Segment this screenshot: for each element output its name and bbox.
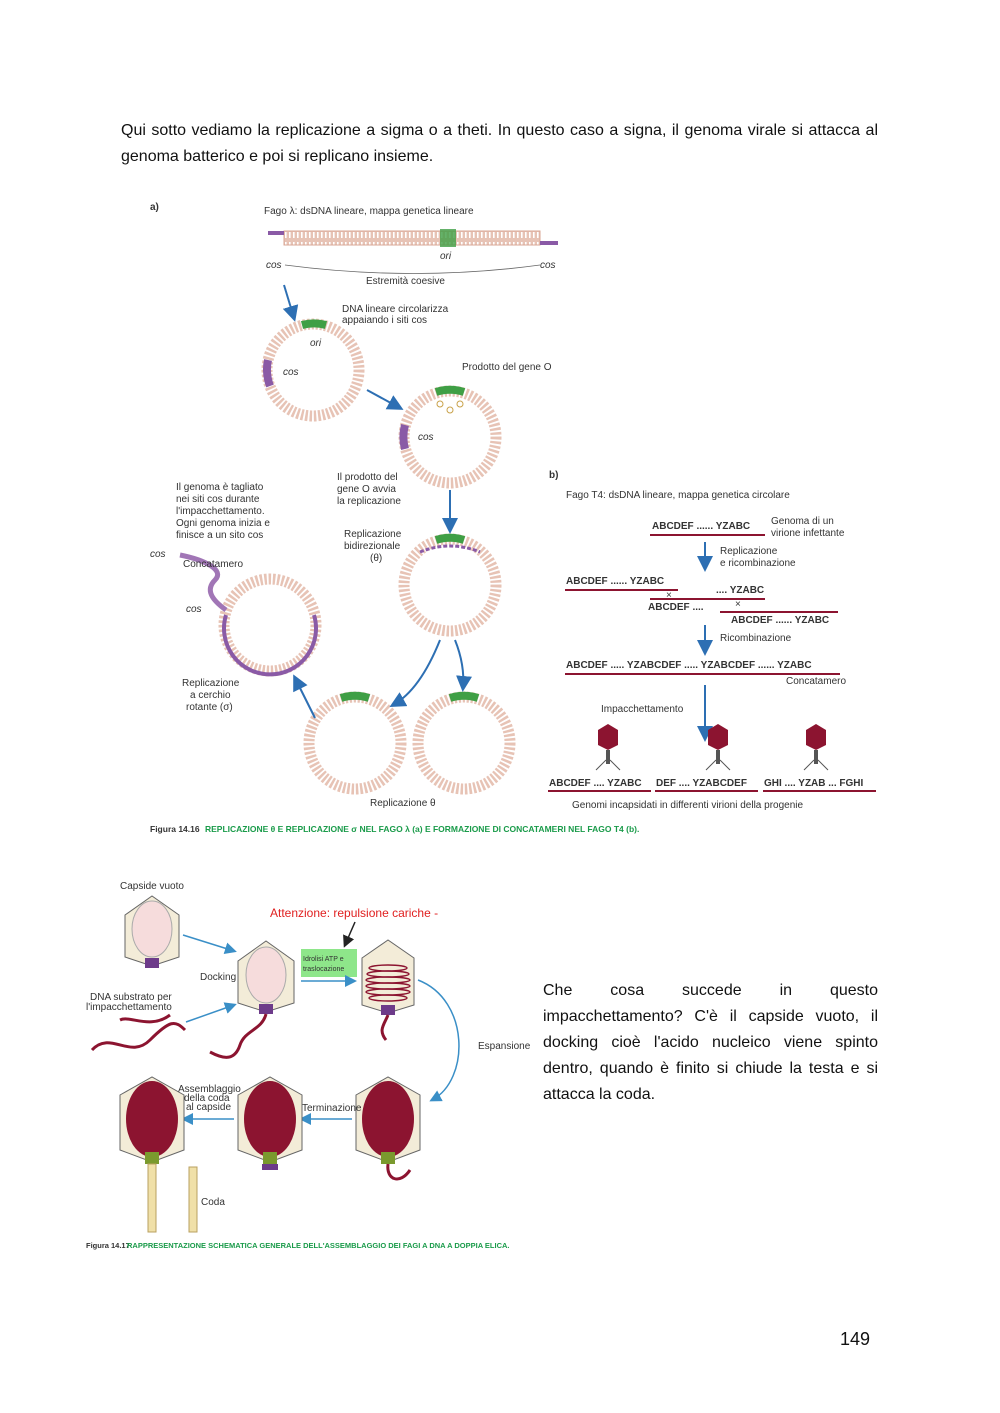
seq-2a: ABCDEF ...... YZABC: [566, 576, 664, 587]
cut-2: nei siti cos durante: [176, 494, 260, 505]
fig16-caption-num: Figura 14.16: [150, 824, 200, 834]
recomb-only: Ricombinazione: [720, 633, 792, 644]
gene-o-start-2: gene O avvia: [337, 484, 396, 495]
svg-text:×: ×: [735, 599, 741, 610]
svg-text:ori: ori: [310, 338, 322, 349]
concatamer-label: Concatamero: [183, 559, 243, 570]
circularize-label-1: DNA lineare circolarizza: [342, 304, 449, 315]
panel-b-label: b): [549, 470, 558, 481]
pkg-2: DEF .... YZABCDEF: [656, 778, 747, 789]
cos-label-right: cos: [540, 260, 556, 271]
fig16-caption: REPLICAZIONE θ E REPLICAZIONE σ NEL FAGO…: [205, 824, 639, 834]
genome-infecting-2: virione infettante: [771, 528, 845, 539]
svg-text:×: ×: [666, 590, 672, 601]
genome-infecting-1: Genoma di un: [771, 516, 834, 527]
phage-icon: [803, 724, 829, 771]
packaging-label: Impacchettamento: [601, 704, 684, 715]
phage-icon: [595, 724, 621, 771]
ori-label: ori: [440, 251, 452, 262]
rolling-1: Replicazione: [182, 678, 240, 689]
page-number: 149: [840, 1329, 871, 1349]
svg-text:cos: cos: [150, 549, 166, 560]
side-paragraph: Che cosa succede in questo impacchettame…: [543, 982, 878, 1103]
cut-5: finisce a un sito cos: [176, 530, 263, 541]
cut-1: Il genoma è tagliato: [176, 482, 264, 493]
bidirectional-3: (θ): [370, 553, 382, 564]
seq-1: ABCDEF ...... YZABC: [652, 521, 750, 532]
intro-paragraph: Qui sotto vediamo la replicazione a sigm…: [121, 122, 878, 165]
cos-end-right: [540, 241, 558, 245]
svg-text:cos: cos: [283, 367, 299, 378]
pkg-1: ABCDEF .... YZABC: [549, 778, 642, 789]
phage-lambda-title: Fago λ: dsDNA lineare, mappa genetica li…: [264, 206, 474, 217]
concatamer-tail: [179, 552, 228, 613]
concatamer-b: Concatamero: [786, 676, 846, 687]
cos-end-left: [268, 231, 284, 235]
gene-o-start-1: Il prodotto del: [337, 472, 398, 483]
recomb-2: e ricombinazione: [720, 558, 796, 569]
gene-o-label: Prodotto del gene O: [462, 362, 552, 373]
cut-3: l'impacchettamento.: [176, 506, 265, 517]
ring-rolling: [218, 573, 322, 677]
bidirectional-1: Replicazione: [344, 529, 402, 540]
circularize-label-2: appaiando i siti cos: [342, 315, 427, 326]
ring-bidirectional: [398, 533, 502, 637]
ring-theta-left: [303, 691, 407, 795]
gene-o-start-3: la replicazione: [337, 496, 401, 507]
seq-2b: .... YZABC: [716, 585, 764, 596]
cut-4: Ogni genoma inizia e: [176, 518, 270, 529]
rolling-3: rotante (σ): [186, 702, 233, 713]
svg-text:cos: cos: [418, 432, 434, 443]
cos-label-left: cos: [266, 260, 282, 271]
panel-a-label: a): [150, 202, 159, 213]
seq-2d: ABCDEF ...... YZABC: [731, 615, 829, 626]
bidirectional-2: bidirezionale: [344, 541, 401, 552]
phage-icon: [705, 724, 731, 771]
rolling-2: a cerchio: [190, 690, 231, 701]
seq-2c: ABCDEF ....: [648, 602, 704, 613]
ring-theta-right: [412, 691, 516, 795]
phage-t4-title: Fago T4: dsDNA lineare, mappa genetica c…: [566, 490, 790, 501]
ori-site: [440, 229, 456, 247]
cohesive-ends-label: Estremità coesive: [366, 276, 445, 287]
recomb-1: Replicazione: [720, 546, 778, 557]
svg-text:cos: cos: [186, 604, 202, 615]
encapsidated-label: Genomi incapsidati in differenti virioni…: [572, 800, 803, 811]
seq-3: ABCDEF ..... YZABCDEF ..... YZABCDEF ...…: [566, 660, 812, 671]
linear-dna: [283, 230, 541, 246]
pkg-3: GHI .... YZAB ... FGHI: [764, 778, 863, 789]
theta-label: Replicazione θ: [370, 798, 436, 809]
